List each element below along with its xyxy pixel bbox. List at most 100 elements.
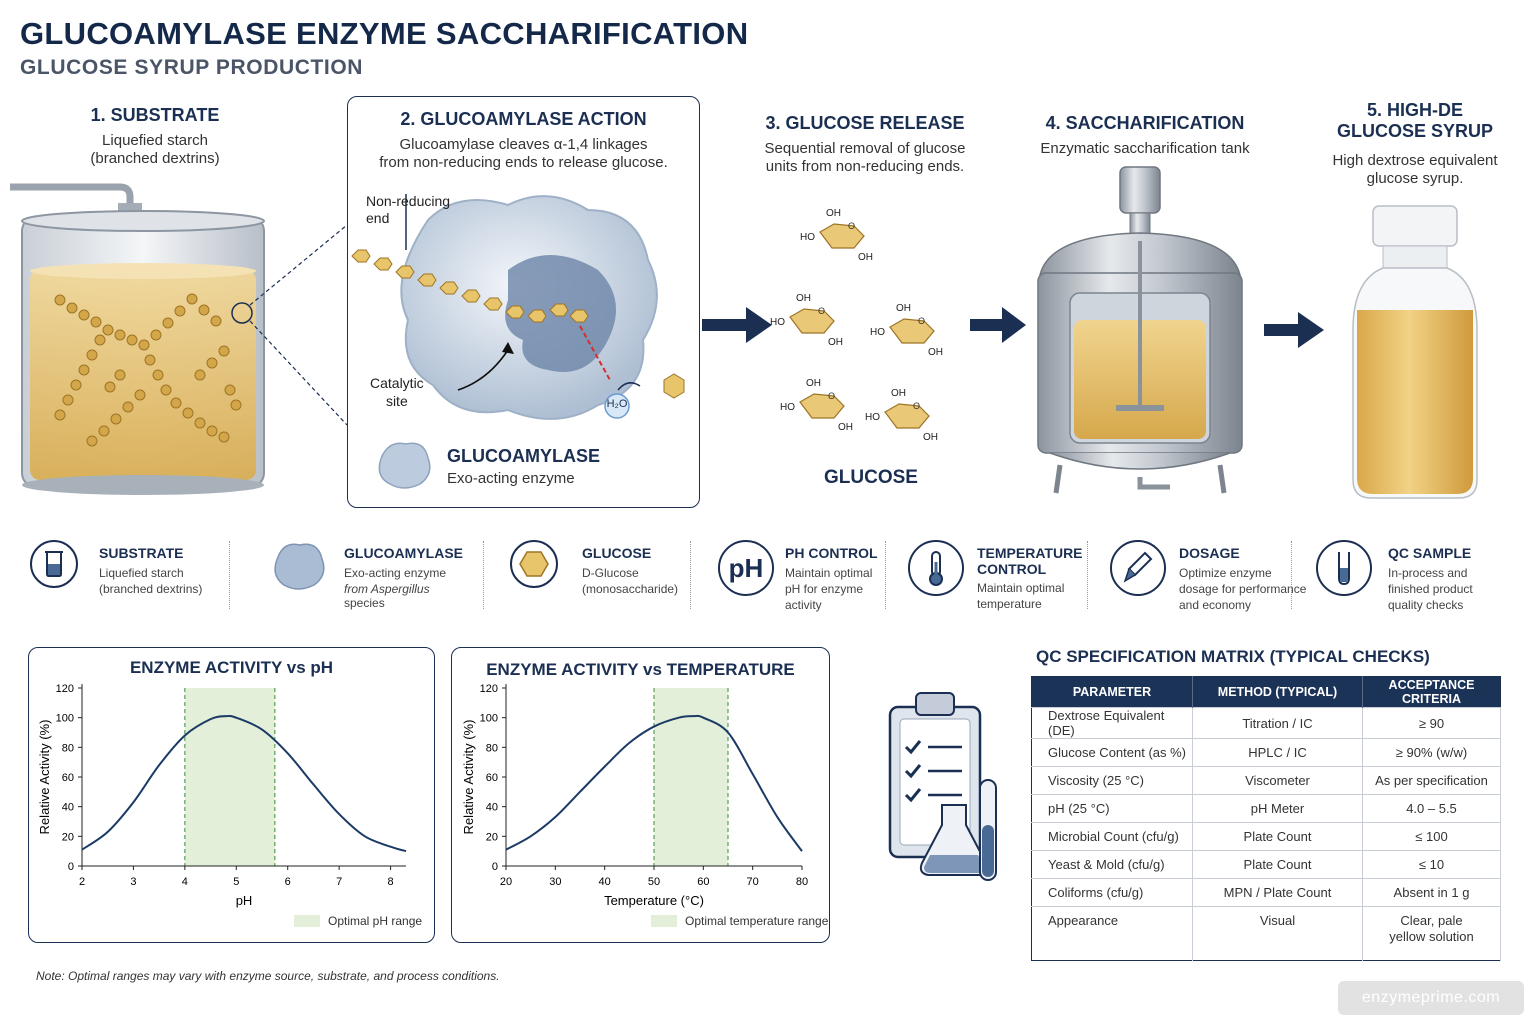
glucose-label: GLUCOSE [824,467,918,488]
arrow-icon [702,307,772,343]
activity-curve [81,714,407,853]
qc-parameter: Appearance [1031,906,1193,961]
ho-label: HO [800,232,815,243]
y-tick-label: 0 [492,861,498,873]
legend-ph-line: activity [785,598,822,613]
thermometer-icon [908,540,964,596]
x-tick-label: 30 [549,876,561,888]
table-row: Microbial Count (cfu/g)Plate Count≤ 100 [1031,822,1501,851]
legend-glucose-line: (monosaccharide) [582,582,679,597]
legend-glucoamylase-title: GLUCOAMYLASE [344,545,463,561]
catalytic-line2: site [385,392,408,409]
step-1-title: 1. SUBSTRATE [90,105,220,125]
x-tick-label: 6 [285,876,291,888]
legend-temperature-text: TEMPERATURE CONTROL Maintain optimal tem… [977,545,1083,612]
qc-column-header: PARAMETER [1031,676,1193,708]
enzyme-icon [378,442,431,489]
legend-glucoamylase-line: Exo-acting enzyme [344,566,447,580]
x-tick-label: 60 [697,876,709,888]
oh-label: OH [838,422,853,433]
glucose-ring [789,308,835,334]
qc-table-header-row: PARAMETER METHOD (TYPICAL) ACCEPTANCE CR… [1031,676,1501,708]
step-2-header: 2. GLUCOAMYLASE ACTION Glucoamylase clea… [347,109,700,172]
ph-icon: pH [718,540,774,596]
y-tick-label: 80 [486,742,498,754]
legend-divider [885,541,886,609]
legend-divider [1087,541,1088,609]
page-title: GLUCOAMYLASE ENZYME SACCHARIFICATION [20,16,749,51]
catalytic-site-label: Catalytic site [370,375,424,410]
y-axis-label: Relative Activity (%) [37,720,52,835]
non-reducing-line1: Non-reducing [366,193,451,209]
legend-divider [229,541,230,609]
water-label: H₂O [606,398,628,410]
qc-criteria: Clear, pale yellow solution [1362,906,1501,961]
x-tick-label: 5 [233,876,239,888]
x-tick-label: 4 [182,876,188,888]
legend-qc-sample-title: QC SAMPLE [1388,545,1472,561]
enzyme-icon [274,543,325,590]
legend-temperature-line: Maintain optimal [977,581,1065,595]
legend-qc-sample-line: quality checks [1388,598,1464,613]
test-tube-icon [1316,540,1372,596]
temperature-chart-panel [451,647,830,943]
optimal-range-band [654,688,728,866]
enzyme-cleavage-illustration [351,194,685,420]
y-tick-label: 20 [62,831,74,843]
hexagon-icon [510,540,558,588]
qc-parameter: pH (25 °C) [1031,794,1193,823]
legend-ph-text: PH CONTROL Maintain optimal pH for enzym… [785,545,878,614]
legend-glucose-text: GLUCOSE D-Glucose (monosaccharide) [582,545,678,597]
oh-label: OH [928,347,943,358]
y-tick-label: 80 [62,742,74,754]
glucose-ring [819,223,865,249]
legend-ph-line: pH for enzyme [785,582,864,597]
glucose-ring [889,318,935,344]
step-4-title: 4. SACCHARIFICATION [1045,113,1245,133]
beaker-icon [30,540,78,588]
table-row: Dextrose Equivalent (DE)Titration / IC≥ … [1031,707,1501,739]
legend-label: Optimal temperature range [685,914,829,928]
enzyme-name: GLUCOAMYLASE [447,446,600,466]
ring-oxygen: O [848,221,855,231]
table-row: Glucose Content (as %)HPLC / IC≥ 90% (w/… [1031,738,1501,767]
legend-glucoamylase-line: from Aspergillus [344,582,430,597]
clipboard-icon [888,692,997,881]
legend-dosage-line: and economy [1179,598,1252,613]
y-tick-label: 20 [486,831,498,843]
oh-label: OH [826,208,841,219]
legend-substrate-line: Liquefied starch [99,566,184,580]
oh-label: OH [891,388,906,399]
ho-label: HO [870,327,885,338]
legend-qc-sample-text: QC SAMPLE In-process and finished produc… [1388,545,1473,614]
oh-label: OH [796,293,811,304]
legend-glucose-line: D-Glucose [582,566,639,580]
step-5-title-line2: GLUCOSE SYRUP [1336,121,1494,141]
qc-method: HPLC / IC [1192,738,1363,767]
ho-label: HO [865,412,880,423]
qc-criteria: ≤ 100 [1362,822,1501,851]
oh-label: OH [896,303,911,314]
y-tick-label: 0 [68,861,74,873]
step-3-header: 3. GLUCOSE RELEASE Sequential removal of… [760,113,970,176]
qc-criteria: ≤ 10 [1362,850,1501,879]
step-4-header: 4. SACCHARIFICATION Enzymatic saccharifi… [1030,113,1260,158]
legend-dosage-line: Optimize enzyme [1179,566,1272,580]
table-row: Yeast & Mold (cfu/g)Plate Count≤ 10 [1031,850,1501,879]
non-reducing-line2: end [366,209,390,226]
legend-glucoamylase-text: GLUCOAMYLASE Exo-acting enzyme from Aspe… [344,545,463,611]
dropper-icon [1110,540,1166,596]
legend-swatch [294,915,320,927]
oh-label: OH [858,252,873,263]
glucose-molecule: O OH HO OH [800,208,873,263]
step-5-header: 5. HIGH-DE GLUCOSE SYRUP High dextrose e… [1310,100,1520,188]
step-3-desc-line2: units from non-reducing ends. [765,158,965,175]
qc-column-header: ACCEPTANCE CRITERIA [1362,676,1501,708]
legend-temperature-title-line2: CONTROL [977,561,1047,577]
step-5-title-line1: 5. HIGH-DE [1366,100,1463,120]
ph-icon-text: pH [728,552,764,583]
